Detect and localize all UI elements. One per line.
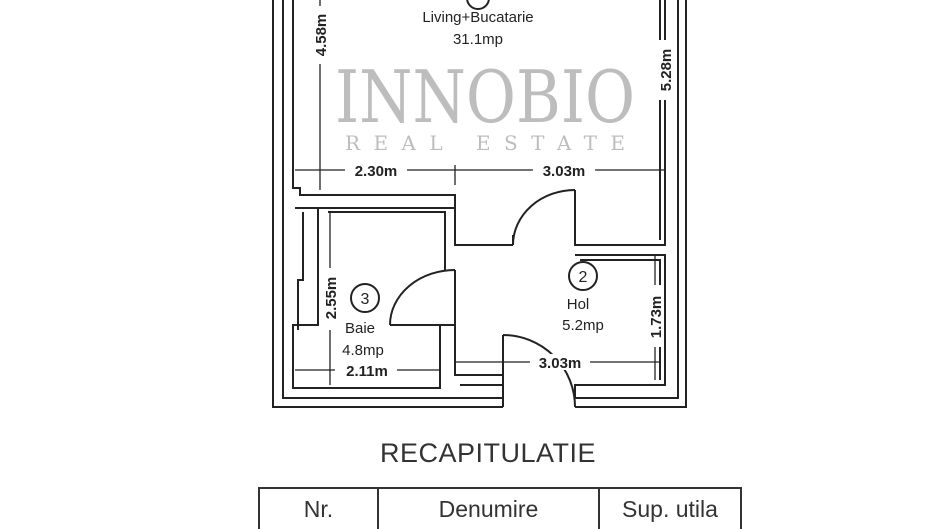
room-2-marker	[568, 261, 598, 291]
room-3-marker	[350, 283, 380, 313]
bath-wall-inner	[328, 211, 446, 270]
label-background	[530, 354, 590, 370]
hol-wall	[460, 254, 666, 398]
room-1-area: 31.1mp	[453, 31, 503, 48]
label-background	[648, 285, 662, 347]
doors	[389, 189, 576, 408]
watermark-tagline: REAL ESTATE	[345, 131, 625, 155]
room-3-number: 3	[361, 291, 370, 308]
room-3-area: 4.8mp	[342, 342, 384, 359]
label-background	[313, 6, 327, 64]
room-2-area: 5.2mp	[562, 317, 604, 334]
summary-title: RECAPITULATIE	[379, 438, 597, 468]
room-labels: Living+Bucatarie 31.1mp 2 Hol 5.2mp 3 Ba…	[342, 0, 604, 359]
dimension-labels: 4.58m 5.28m 2.30m 3.03m 2.55m 2.11m 3.03…	[313, 6, 675, 380]
watermark-brand: INNOBIO	[335, 55, 635, 139]
column-header-nr: Nr.	[258, 487, 379, 529]
watermark: INNOBIO REAL ESTATE	[335, 55, 635, 155]
dim-hol-width: 3.03m	[539, 355, 582, 372]
room-2-number: 2	[579, 269, 588, 286]
dim-living-bottom-right: 3.03m	[543, 163, 586, 180]
door-living	[512, 189, 576, 246]
outer-wall-inner	[282, 0, 679, 399]
dim-living-bottom-left: 2.30m	[355, 163, 398, 180]
label-background	[533, 162, 595, 178]
dim-baie-width: 2.11m	[346, 363, 388, 380]
column-header-sup-utila: Sup. utila	[598, 487, 742, 529]
summary-table: Nr. Denumire Sup. utila	[258, 487, 742, 529]
room-3-name: Baie	[345, 320, 375, 337]
label-background	[323, 268, 337, 330]
room-1-name: Living+Bucatarie	[422, 9, 533, 26]
dim-hol-height: 1.73m	[648, 296, 665, 339]
label-background	[345, 162, 407, 178]
door-baie	[389, 269, 456, 326]
dim-baie-height: 2.55m	[323, 277, 340, 320]
label-background	[335, 362, 397, 378]
outer-wall	[272, 0, 687, 408]
room-2-name: Hol	[567, 296, 590, 313]
column-header-denumire: Denumire	[377, 487, 600, 529]
bath-wall	[292, 207, 503, 389]
label-background	[658, 40, 672, 100]
dim-living-right: 5.28m	[658, 49, 675, 92]
summary-header-row: Nr. Denumire Sup. utila	[258, 487, 742, 529]
room-1-marker	[466, 0, 490, 10]
living-wall-left	[292, 0, 513, 246]
dim-living-left: 4.58m	[313, 14, 330, 57]
